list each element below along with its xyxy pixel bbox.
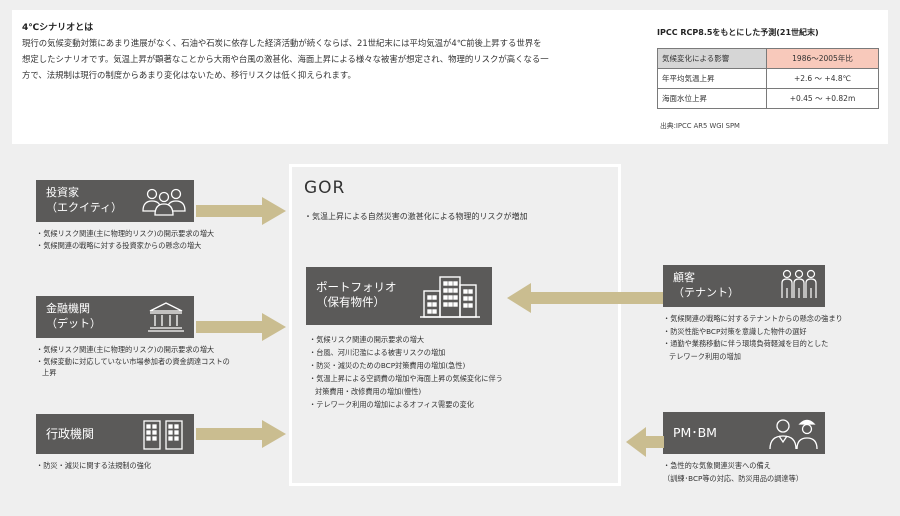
note-item: ・気候リスク関連(主に物理的リスク)の開示要求の増大: [36, 345, 215, 354]
pmbm-box: PM･BM: [663, 412, 825, 454]
ipcc-row-value: +2.6 ～ +4.8℃: [766, 68, 879, 89]
note-item: ・気候関連の戦略に対する投資家からの懸念の増大: [36, 240, 202, 250]
finance-label: 金融機関 （デット）: [46, 302, 101, 330]
portfolio-notes: ・気候リスク関連の開示要求の増大 ・台風、河川氾濫による被害リスクの増加 ・防災…: [309, 333, 503, 411]
note-item: ・テレワーク利用の増加によるオフィス需要の変化: [309, 400, 474, 409]
ipcc-row: 海面水位上昇 +0.45 ～ +0.82m: [657, 88, 879, 109]
customer-box: 顧客 （テナント）: [663, 265, 825, 307]
portfolio-box: ポートフォリオ （保有物件）: [306, 267, 492, 325]
note-item: ・気候変動に対応していない市場参加者の資金調達コストの: [36, 356, 230, 366]
arrow-pmbm-to-gor: [626, 427, 664, 457]
investor-label: 投資家 （エクイティ）: [46, 186, 123, 214]
note-item: 対策費用・改修費用の増加(慢性): [315, 387, 422, 396]
scenario-info-panel: 4℃シナリオとは 現行の気候変動対策にあまり進展がなく、石油や石炭に依存した経済…: [12, 10, 888, 144]
note-item: 上昇: [42, 368, 57, 377]
ipcc-title: IPCC RCP8.5をもとにした予測(21世紀末): [657, 28, 819, 37]
scenario-line: 現行の気候変動対策にあまり進展がなく、石油や石炭に依存した経済活動が続くならば、…: [22, 38, 542, 48]
ipcc-row-label: 年平均気温上昇: [657, 68, 767, 89]
portfolio-label: ポートフォリオ （保有物件）: [316, 280, 397, 309]
arrow-customer-to-portfolio: [507, 283, 663, 313]
pmbm-label: PM･BM: [673, 425, 717, 440]
ipcc-row: 年平均気温上昇 +2.6 ～ +4.8℃: [657, 68, 879, 89]
scenario-line: 方で、法規制は現行の制度からあまり変化はないため、移行リスクは低く抑えられます。: [22, 70, 356, 80]
pmbm-notes: ・急性的な気象関連災害への備え （訓練･BCP等の対応、防災用品の調達等）: [663, 460, 803, 485]
note-item: ・気候リスク関連の開示要求の増大: [309, 335, 425, 344]
note-item: ・通勤や業務移動に伴う環境負荷軽減を目的とした: [663, 339, 829, 348]
customer-notes: ・気候関連の戦略に対するテナントからの懸念の強まり ・防災性能やBCP対策を意識…: [663, 313, 843, 363]
note-item: ・気温上昇による空調費の増加や海面上昇の気候変化に伴う: [309, 374, 503, 383]
note-item: ・気候関連の戦略に対するテナントからの懸念の強まり: [663, 314, 843, 323]
finance-notes: ・気候リスク関連(主に物理的リスク)の開示要求の増大 ・気候変動に対応していない…: [36, 344, 230, 379]
investor-notes: ・気候リスク関連(主に物理的リスク)の開示要求の増大 ・気候関連の戦略に対する投…: [36, 228, 214, 251]
scenario-description: 現行の気候変動対策にあまり進展がなく、石油や石炭に依存した経済活動が続くならば、…: [22, 35, 642, 83]
note-item: ・台風、河川氾濫による被害リスクの増加: [309, 348, 446, 357]
government-notes: ・防災・減災に関する法規制の強化: [36, 460, 151, 472]
ipcc-row-value: +0.45 ～ +0.82m: [766, 88, 879, 109]
government-building-icon: [143, 420, 183, 450]
government-box: 行政機関: [36, 414, 194, 454]
gor-title: GOR: [304, 178, 346, 198]
scenario-line: 想定したシナリオです。気温上昇が顕著なことから大雨や台風の激甚化、海面上昇による…: [22, 54, 549, 64]
tenants-icon: [781, 269, 817, 298]
buildings-icon: [420, 276, 480, 318]
investor-box: 投資家 （エクイティ）: [36, 180, 194, 222]
scenario-title: 4℃シナリオとは: [22, 23, 94, 33]
note-item: ・防災・減災に関する法規制の強化: [36, 461, 152, 470]
people-icon: [142, 188, 186, 216]
government-label: 行政機関: [46, 427, 95, 441]
arrow-investor-to-gor: [196, 197, 286, 225]
finance-box: 金融機関 （デット）: [36, 296, 194, 338]
ipcc-header-label: 気候変化による影響: [657, 48, 767, 69]
staff-icon: [769, 419, 818, 450]
note-item: ・防災・減災のためのBCP対策費用の増加(急性): [309, 361, 466, 370]
customer-label: 顧客 （テナント）: [673, 271, 739, 299]
arrow-government-to-gor: [196, 420, 286, 448]
gor-note: ・気温上昇による自然災害の激甚化による物理的リスクが増加: [304, 212, 528, 221]
ipcc-row-label: 海面水位上昇: [657, 88, 767, 109]
ipcc-header-value: 1986～2005年比: [766, 48, 879, 69]
note-item: ・気候リスク関連(主に物理的リスク)の開示要求の増大: [36, 229, 215, 238]
note-item: ・防災性能やBCP対策を意識した物件の選好: [663, 326, 807, 336]
ipcc-source: 出典:IPCC AR5 WGⅠ SPM: [660, 122, 740, 130]
note-item: （訓練･BCP等の対応、防災用品の調達等）: [663, 473, 803, 483]
ipcc-header-row: 気候変化による影響 1986～2005年比: [657, 48, 879, 69]
gor-frame: [289, 164, 621, 486]
note-item: ・急性的な気象関連災害への備え: [663, 461, 771, 470]
ipcc-table: 気候変化による影響 1986～2005年比 年平均気温上昇 +2.6 ～ +4.…: [657, 48, 879, 109]
bank-icon: [148, 302, 184, 332]
note-item: テレワーク利用の増加: [669, 351, 741, 361]
arrow-finance-to-gor: [196, 313, 286, 341]
